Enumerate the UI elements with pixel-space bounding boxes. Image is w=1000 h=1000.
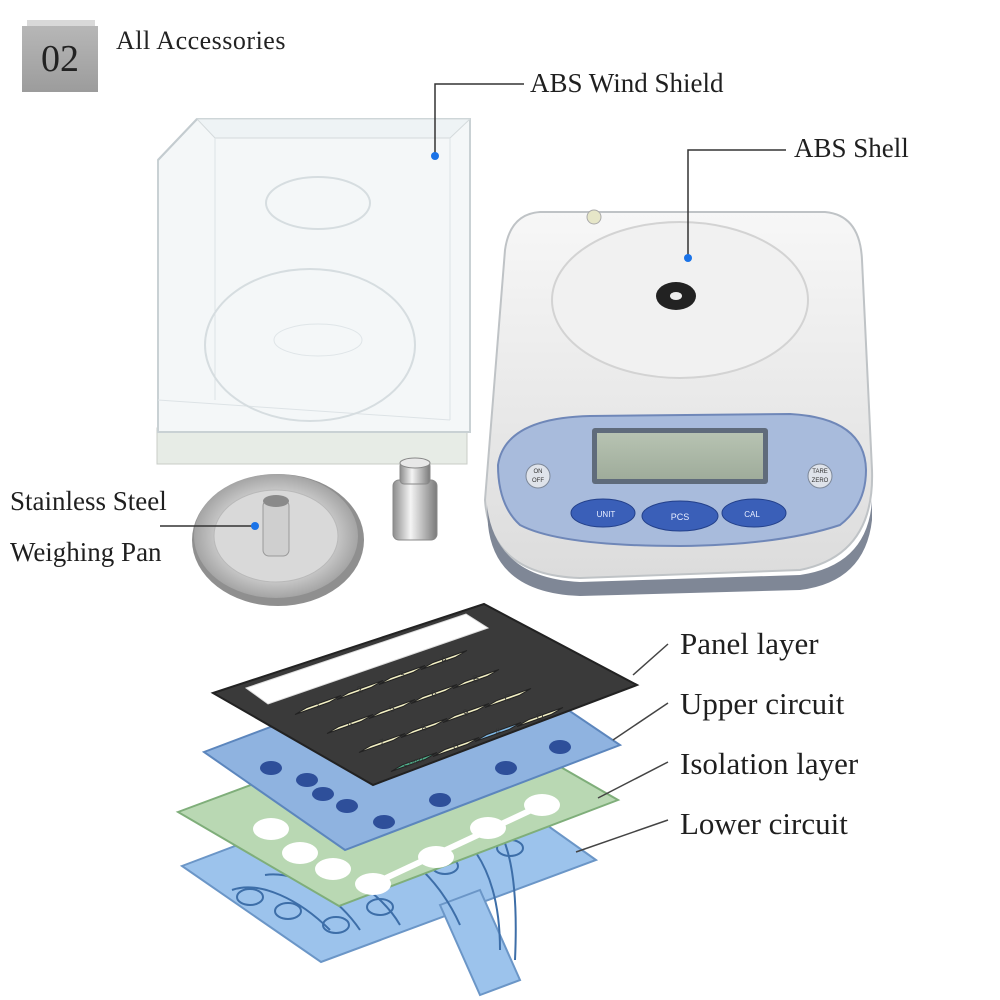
keypad-key: C: [484, 688, 532, 708]
keypad-key: 7: [358, 733, 406, 753]
keypad-key: #: [474, 722, 522, 742]
keypad-key: B: [452, 669, 500, 689]
keypad-key: 1: [294, 695, 342, 715]
callout-shell: [684, 149, 786, 262]
callout-pan: [160, 522, 259, 530]
keypad-key: 2: [336, 680, 384, 700]
keypad-key-label: 1: [314, 699, 323, 711]
calibration-weight: [392, 457, 438, 541]
keypad-key-label: D: [535, 711, 546, 724]
callout-dot: [431, 152, 439, 160]
keypad-key-label: 0: [452, 741, 461, 753]
cal-button[interactable]: CAL: [721, 498, 787, 528]
keypad-key-label: A: [439, 654, 449, 667]
unit-button[interactable]: UNIT: [570, 498, 636, 528]
on-off-button[interactable]: ON OFF: [525, 463, 551, 489]
keypad-key: 9: [442, 703, 490, 723]
keypad-key: 5: [368, 699, 416, 719]
layer-leaders: [575, 643, 669, 853]
keypad-key: 8: [400, 718, 448, 738]
layer-label-upper-circuit: Upper circuit: [680, 686, 845, 721]
weighing-pan: [192, 474, 364, 606]
tare-zero-button[interactable]: TARE ZERO: [807, 463, 833, 489]
cal-label: CAL: [744, 510, 760, 519]
callout-wind-shield: [431, 83, 524, 160]
keypad-key-label: 2: [356, 684, 365, 696]
off-label: OFF: [532, 478, 544, 484]
wind-shield: [156, 118, 472, 465]
callout-dot: [251, 522, 259, 530]
keypad-key-label: 9: [462, 707, 471, 719]
keypad-key-label: C: [503, 692, 514, 705]
zero-label: ZERO: [812, 478, 829, 484]
keypad-key-label: 4: [346, 718, 355, 730]
section-heading: All Accessories: [116, 26, 286, 55]
callout-dot: [684, 254, 692, 262]
pcs-label: PCS: [671, 512, 690, 522]
keypad-key: 0: [432, 737, 480, 757]
pan-label-line1: Stainless Steel: [10, 486, 167, 516]
tare-label: TARE: [812, 469, 828, 475]
keypad-key-label: 3: [398, 669, 407, 681]
keypad-key-label: 6: [430, 688, 439, 700]
layer-label-isolation: Isolation layer: [680, 746, 859, 781]
balance-scale: [483, 209, 874, 596]
unit-label: UNIT: [597, 510, 616, 519]
wind-shield-label: ABS Wind Shield: [530, 68, 724, 98]
layer-label-panel: Panel layer: [680, 626, 819, 661]
pcs-button[interactable]: PCS: [641, 500, 719, 532]
keypad-key-label: #: [494, 726, 503, 738]
keypad-key: 6: [410, 684, 458, 704]
keypad-key-label: 5: [388, 703, 397, 715]
keypad-key-label: 7: [378, 737, 387, 749]
section-number-badge: 02: [22, 26, 98, 92]
keypad-key-label: 8: [420, 722, 429, 734]
keypad-key: 3: [378, 665, 426, 685]
shell-label: ABS Shell: [794, 133, 909, 163]
keypad-key: D: [516, 707, 564, 727]
on-label: ON: [534, 469, 543, 475]
layer-label-lower-circuit: Lower circuit: [680, 806, 848, 841]
pan-label-line2: Weighing Pan: [10, 537, 162, 567]
panel-layer: [210, 602, 640, 787]
keypad-key: A: [420, 650, 468, 670]
keypad-key-label: B: [471, 673, 481, 686]
keypad-key: 4: [326, 714, 374, 734]
